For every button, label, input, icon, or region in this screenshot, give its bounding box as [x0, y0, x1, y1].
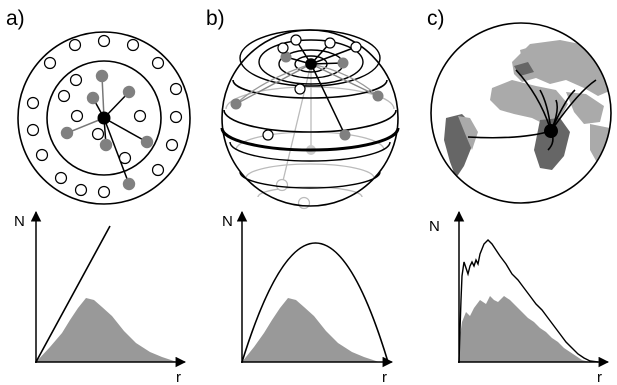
globe-diagram — [430, 22, 612, 204]
panel-c-plot: N r — [429, 210, 610, 385]
sphere-network-diagram — [220, 29, 400, 210]
panel-b-filled-distribution — [242, 298, 380, 362]
panel-b: b) — [206, 7, 400, 385]
panel-b-y-label: N — [222, 213, 233, 230]
panel-b-label: b) — [206, 7, 225, 30]
empty-nodes — [26, 34, 183, 199]
flat-network-diagram — [17, 31, 191, 205]
panel-c-label: c) — [427, 7, 445, 30]
panel-a-plot: N r — [14, 210, 187, 385]
panel-a-label: a) — [6, 7, 25, 30]
globe-outline — [430, 22, 612, 204]
panel-c: c) — [427, 7, 612, 385]
land-north-islands — [520, 44, 548, 62]
panel-a: a) — [6, 7, 191, 385]
panel-a-x-label: r — [176, 369, 181, 385]
inner-ring — [46, 60, 162, 176]
panel-c-empirical-curve — [458, 239, 599, 363]
meridians — [235, 63, 379, 105]
back-nodes — [275, 145, 316, 210]
sphere-empty-nodes — [262, 34, 362, 141]
panel-a-filled-distribution — [36, 298, 178, 362]
panel-b-plot: N r — [222, 210, 394, 385]
panel-c-y-label: N — [429, 218, 440, 235]
gray-nodes — [60, 69, 154, 191]
pole-rings — [239, 29, 381, 87]
panel-a-linear-curve — [35, 225, 111, 363]
equator — [220, 127, 400, 152]
front-latitudes — [223, 79, 397, 189]
center-node — [97, 111, 111, 125]
panel-c-empirical-gray — [459, 296, 590, 362]
globe-hub-node — [544, 124, 558, 138]
panel-b-x-label: r — [382, 369, 387, 385]
sphere-links-gray — [235, 63, 379, 105]
panel-b-parabolic-curve — [241, 242, 389, 363]
sphere-gray-nodes — [230, 51, 384, 141]
panel-c-x-label: r — [597, 369, 602, 385]
land-south-america-light — [458, 116, 478, 150]
outer-ring — [17, 31, 191, 205]
panel-a-y-label: N — [14, 213, 25, 230]
pole-node — [305, 58, 317, 70]
